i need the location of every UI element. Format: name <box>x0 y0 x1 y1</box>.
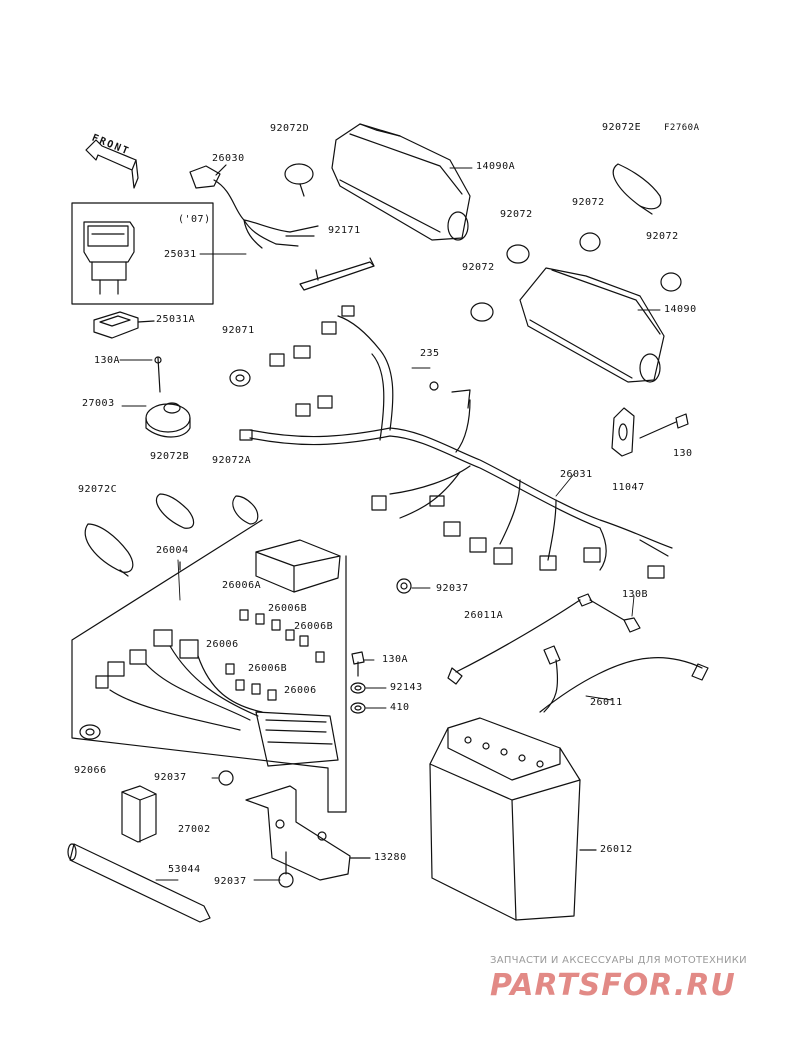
part-label-26006b-a[interactable]: 26006B <box>268 603 308 614</box>
horn-27003-icon <box>145 356 191 438</box>
clamp-92037-icon <box>396 578 412 594</box>
part-label-92072c[interactable]: 92072C <box>78 484 118 495</box>
subharness-26004-frame <box>71 519 347 813</box>
cable-26011a-icon <box>447 593 625 685</box>
bolt-130-icon <box>639 413 689 439</box>
bolt-130a-icon <box>351 651 365 677</box>
clamp-92072-icons <box>470 232 682 322</box>
fuse-cover-26006a-icon <box>255 539 341 593</box>
part-label-27003[interactable]: 27003 <box>82 398 115 409</box>
clamp-92072a-icon <box>232 495 259 525</box>
washer-92143-icon <box>350 682 366 694</box>
part-label-92171[interactable]: 92171 <box>328 225 361 236</box>
part-label-26006b-c[interactable]: 26006B <box>248 663 288 674</box>
part-label-92072b[interactable]: 92072B <box>150 451 190 462</box>
clamp-92072b-icon <box>155 493 195 529</box>
part-label-26011[interactable]: 26011 <box>590 697 623 708</box>
bracket-11047-icon <box>611 407 635 457</box>
grommet-92071-icon <box>229 369 251 387</box>
part-label-130b[interactable]: 130B <box>622 589 649 600</box>
part-label-26006a[interactable]: 26006A <box>222 580 262 591</box>
part-label-26006-a[interactable]: 26006 <box>206 639 239 650</box>
part-label-92072d[interactable]: 92072D <box>270 123 310 134</box>
part-label-92072-a[interactable]: 92072 <box>500 209 533 220</box>
part-label-92072e[interactable]: 92072E <box>602 122 642 133</box>
part-label-130[interactable]: 130 <box>673 448 693 459</box>
cable-26011-icon <box>539 645 709 713</box>
meter-box-frame <box>71 202 214 305</box>
part-label-26031[interactable]: 26031 <box>560 469 593 480</box>
part-label-14090a[interactable]: 14090A <box>476 161 516 172</box>
watermark-tagline: ЗАПЧАСТИ И АКСЕССУАРЫ ДЛЯ МОТОТЕХНИКИ <box>490 955 747 966</box>
clamp-92072c-icon <box>84 523 134 577</box>
cover-14090-icon <box>519 267 665 383</box>
part-label-14090[interactable]: 14090 <box>664 304 697 315</box>
leader-lines <box>119 167 661 881</box>
part-label-92072-d[interactable]: 92072 <box>462 262 495 273</box>
part-label-92072a[interactable]: 92072A <box>212 455 252 466</box>
clamp-92072e-icon <box>612 163 662 215</box>
part-label-92072-c[interactable]: 92072 <box>646 231 679 242</box>
part-label-92143[interactable]: 92143 <box>390 682 423 693</box>
part-label-25031[interactable]: 25031 <box>164 249 197 260</box>
part-label-235[interactable]: 235 <box>420 348 440 359</box>
part-label-92037-bottom[interactable]: 92037 <box>214 876 247 887</box>
bracket-92171-icon <box>299 257 375 291</box>
part-label-11047[interactable]: 11047 <box>612 482 645 493</box>
part-label-92037-left[interactable]: 92037 <box>154 772 187 783</box>
relay-27002-icon <box>121 785 157 843</box>
meter-25031a-icon <box>93 311 155 339</box>
part-label-26011a[interactable]: 26011A <box>464 610 504 621</box>
fuse-set-icons <box>225 609 325 701</box>
part-label-25031a[interactable]: 25031A <box>156 314 196 325</box>
figure-code: F2760A <box>664 123 700 133</box>
part-label-26006b-b[interactable]: 26006B <box>294 621 334 632</box>
part-label-130a-mid[interactable]: 130A <box>382 654 409 665</box>
part-label-92066[interactable]: 92066 <box>74 765 107 776</box>
clamp-92072d-icon <box>284 163 314 197</box>
cover-14090a-icon <box>331 123 471 241</box>
part-label-92072-b[interactable]: 92072 <box>572 197 605 208</box>
part-label-13280[interactable]: 13280 <box>374 852 407 863</box>
watermark-brand-logo[interactable]: PARTSFOR.RU <box>490 968 736 1003</box>
subharness-wires-icon <box>95 629 339 767</box>
part-label-92037-mid[interactable]: 92037 <box>436 583 469 594</box>
year-note: ('07) <box>178 214 211 225</box>
part-label-26012[interactable]: 26012 <box>600 844 633 855</box>
bracket-13280-icon <box>245 785 371 881</box>
battery-26012-icon <box>429 717 597 921</box>
part-label-410[interactable]: 410 <box>390 702 410 713</box>
part-label-130a-top[interactable]: 130A <box>94 355 121 366</box>
part-label-26030[interactable]: 26030 <box>212 153 245 164</box>
grommet-92066-icon <box>79 724 101 740</box>
front-arrow-icon <box>85 139 139 189</box>
washer-410-icon <box>350 702 366 714</box>
part-label-92071[interactable]: 92071 <box>222 325 255 336</box>
tube-53044-icon <box>67 843 211 923</box>
part-label-26004[interactable]: 26004 <box>156 545 189 556</box>
part-label-53044[interactable]: 53044 <box>168 864 201 875</box>
bolt-130b-icon <box>623 617 641 633</box>
part-label-26006-b[interactable]: 26006 <box>284 685 317 696</box>
main-harness-26031-icon <box>239 305 673 579</box>
part-label-27002[interactable]: 27002 <box>178 824 211 835</box>
harness-26030-icon <box>189 164 319 249</box>
